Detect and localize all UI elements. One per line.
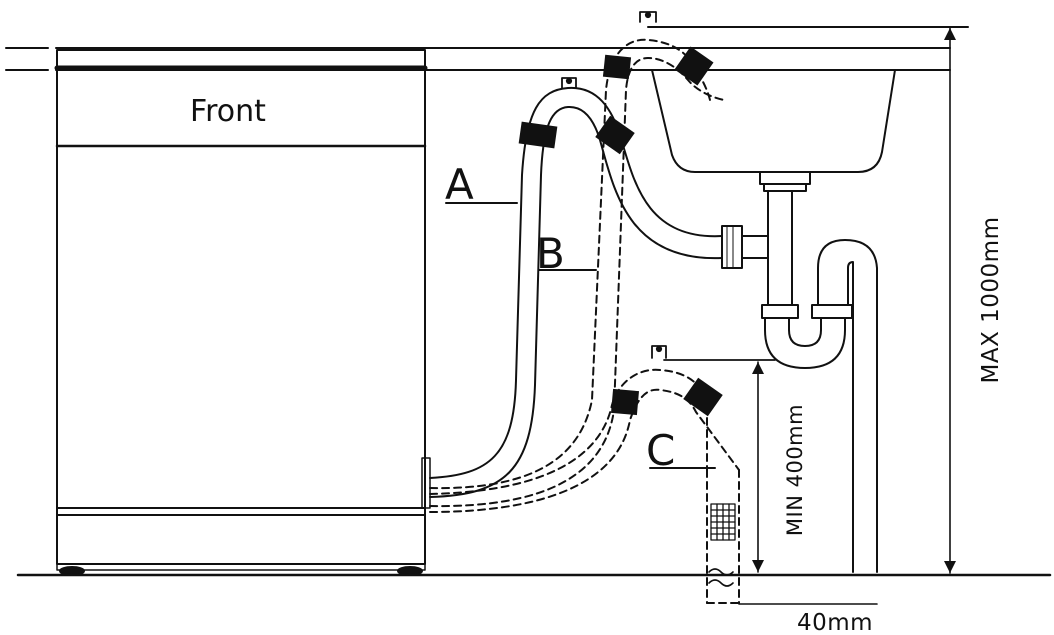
hose-b-label: B: [536, 229, 565, 278]
standpipe: [706, 469, 740, 604]
sink-basin: [651, 69, 896, 192]
clamp-b-sink: [674, 46, 714, 86]
hose-c-label: C: [646, 426, 675, 475]
diameter-label: 40mm: [797, 610, 873, 635]
hose-clamps: [518, 46, 723, 417]
clamp-a-right: [595, 115, 635, 155]
front-label: Front: [190, 94, 266, 129]
min-height-dimension: [752, 361, 764, 573]
hose-a: [429, 86, 723, 498]
hose-a-label: A: [445, 160, 474, 209]
min-height-label: MIN 400mm: [783, 404, 807, 536]
hose-b: [429, 38, 725, 508]
clamp-a-left: [518, 121, 558, 149]
sink-trap-pipe: [721, 190, 878, 573]
max-height-dimension: [944, 27, 956, 574]
dishwasher: [54, 49, 431, 576]
hose-hangers: [561, 11, 667, 359]
clamp-b-top: [602, 54, 632, 80]
pipe-break-symbol: [708, 568, 734, 587]
standpipe-grille: [710, 503, 736, 541]
clamp-c-left: [611, 388, 639, 416]
max-height-label: MAX 1000mm: [978, 217, 1004, 384]
clamp-c-right: [683, 377, 723, 417]
